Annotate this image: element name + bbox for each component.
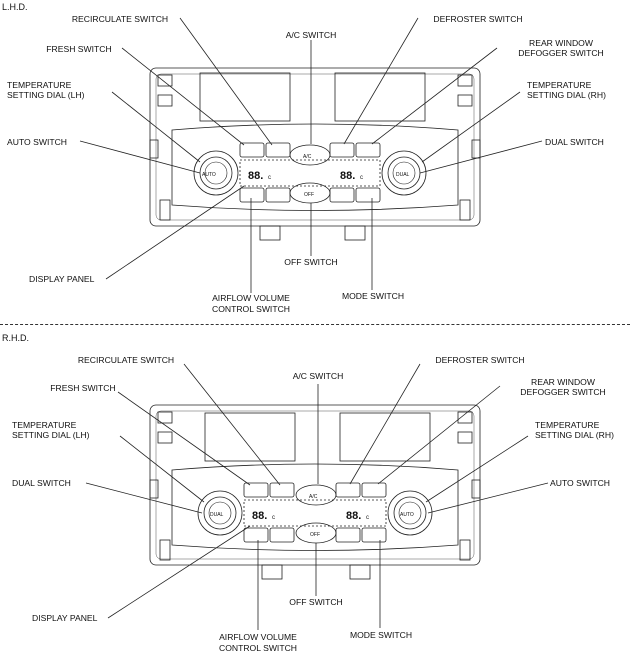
lhd-label-rear-defogger-2: DEFOGGER SWITCH	[518, 48, 604, 58]
lhd-ac-text: A/C	[303, 154, 312, 160]
lhd-off-text: OFF	[304, 192, 314, 198]
lhd-label-temp-lh-2: SETTING DIAL (LH)	[7, 90, 85, 100]
lhd-temp-right: 88.	[340, 170, 355, 182]
rhd-label-airflow-2: CONTROL SWITCH	[219, 643, 297, 653]
lhd-temp-unit-left: c	[268, 175, 271, 181]
lhd-label-right-switch: DUAL SWITCH	[545, 137, 604, 147]
rhd-label-temp-lh-2: SETTING DIAL (LH)	[12, 430, 90, 440]
lhd-label-off: OFF SWITCH	[284, 257, 338, 267]
lhd-label-temp-rh-2: SETTING DIAL (RH)	[527, 90, 606, 100]
lhd-label-airflow-2: CONTROL SWITCH	[212, 304, 290, 314]
lhd-off-button	[289, 182, 331, 204]
rhd-label-temp-rh-2: SETTING DIAL (RH)	[535, 430, 614, 440]
lhd-label-display: DISPLAY PANEL	[29, 274, 95, 284]
lhd-temp-left: 88.	[248, 170, 263, 182]
rhd-label-temp-lh-1: TEMPERATURE	[12, 420, 77, 430]
rhd-left-dial	[197, 490, 243, 536]
rhd-label-ac: A/C SWITCH	[292, 371, 344, 381]
rhd-ac-button	[295, 484, 337, 506]
rhd-off-text: OFF	[310, 532, 320, 538]
lhd-label-rear-defogger-1: REAR WINDOW	[529, 38, 593, 48]
rhd-temp-right: 88.	[346, 510, 361, 522]
rhd-temp-unit-right: c	[366, 515, 369, 521]
rhd-control-face	[171, 463, 459, 551]
lhd-display-panel	[239, 159, 381, 187]
lhd-label-temp-lh-1: TEMPERATURE	[7, 80, 72, 90]
rhd-label-rear-defogger-1: REAR WINDOW	[531, 377, 595, 387]
rhd-label-temp-rh-1: TEMPERATURE	[535, 420, 600, 430]
lhd-screen-right	[334, 72, 426, 122]
section-heading-rhd: R.H.D.	[2, 333, 29, 343]
rhd-label-right-switch: AUTO SWITCH	[550, 478, 610, 488]
rhd-temp-unit-left: c	[272, 515, 275, 521]
lhd-left-dial	[193, 150, 239, 196]
section-divider	[0, 324, 630, 325]
rhd-screen-left	[204, 412, 296, 462]
rhd-screen-right	[339, 412, 431, 462]
rhd-label-display: DISPLAY PANEL	[32, 613, 98, 623]
rhd-label-left-switch: DUAL SWITCH	[12, 478, 71, 488]
rhd-label-rear-defogger-2: DEFOGGER SWITCH	[520, 387, 606, 397]
lhd-control-face	[171, 123, 459, 211]
rhd-right-dial-text: AUTO	[400, 512, 414, 518]
lhd-screen-left	[199, 72, 291, 122]
rhd-right-dial	[387, 490, 433, 536]
rhd-label-airflow-1: AIRFLOW VOLUME	[219, 632, 297, 642]
lhd-label-temp-rh-1: TEMPERATURE	[527, 80, 592, 90]
lhd-left-dial-text: AUTO	[202, 172, 216, 178]
rhd-label-off: OFF SWITCH	[289, 597, 343, 607]
lhd-label-ac: A/C SWITCH	[285, 30, 337, 40]
lhd-right-dial	[381, 150, 427, 196]
lhd-label-defroster: DEFROSTER SWITCH	[433, 14, 523, 24]
rhd-label-mode: MODE SWITCH	[349, 630, 413, 640]
lhd-ac-button	[289, 144, 331, 166]
rhd-temp-left: 88.	[252, 510, 267, 522]
lhd-label-fresh: FRESH SWITCH	[46, 44, 112, 54]
lhd-label-mode: MODE SWITCH	[341, 291, 405, 301]
rhd-left-dial-text: DUAL	[210, 512, 224, 518]
rhd-ac-text: A/C	[309, 494, 318, 500]
rhd-label-fresh: FRESH SWITCH	[50, 383, 116, 393]
lhd-temp-unit-right: c	[360, 175, 363, 181]
rhd-label-defroster: DEFROSTER SWITCH	[435, 355, 525, 365]
lhd-label-left-switch: AUTO SWITCH	[7, 137, 67, 147]
lhd-label-recirculate: RECIRCULATE SWITCH	[71, 14, 169, 24]
lhd-label-airflow-1: AIRFLOW VOLUME	[212, 293, 290, 303]
rhd-label-recirculate: RECIRCULATE SWITCH	[77, 355, 175, 365]
lhd-right-dial-text: DUAL	[396, 172, 410, 178]
section-heading-lhd: L.H.D.	[2, 2, 28, 12]
